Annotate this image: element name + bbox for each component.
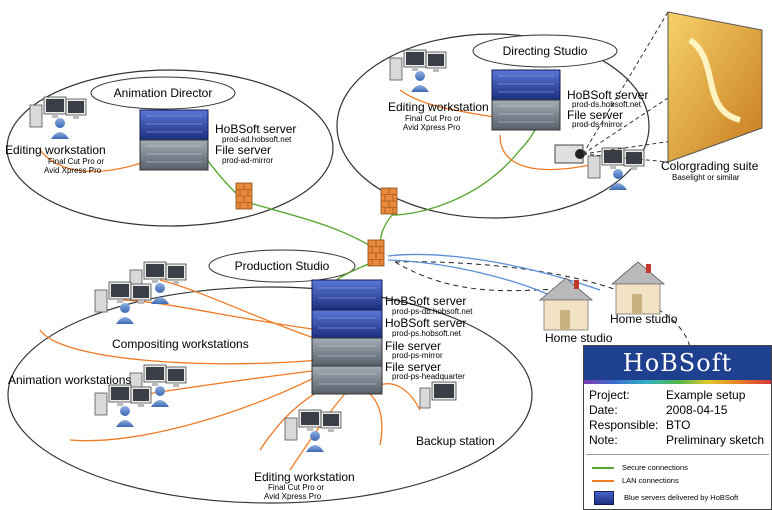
lan-ps-2 [159, 279, 321, 341]
meta-row-project: Project: Example setup [589, 388, 766, 403]
brand-logo: HoBSoft [584, 346, 771, 380]
lan-ps-5 [69, 374, 321, 442]
home-studio-1-icon [539, 277, 593, 331]
home-studio-2-label: Home studio [610, 312, 678, 326]
production-studio-title-oval [208, 249, 356, 283]
legend-lan: LAN connections [586, 474, 769, 487]
meta-key: Note: [589, 433, 618, 447]
ps-srv4-title: File server [385, 360, 441, 374]
lan-ps-3 [39, 329, 321, 365]
meta-key: Responsible: [589, 418, 659, 432]
firewall-ad-icon [235, 182, 253, 210]
directing-studio-label: Directing Studio [503, 44, 588, 58]
ps-editing-sub1: Final Cut Pro or [268, 483, 324, 492]
ps-srv1-title: HoBSoft server [385, 294, 466, 308]
brand-stripe [584, 380, 771, 384]
meta-value: Example setup [666, 388, 746, 402]
ps-srv3-title: File server [385, 339, 441, 353]
backup-label: Backup station [416, 434, 495, 448]
ad-file-host: prod-ad-mirror [222, 156, 273, 165]
meta-key: Project: [589, 388, 630, 402]
animation-label: Animation workstations [8, 373, 131, 387]
meta-row-date: Date: 2008-04-15 [589, 403, 766, 418]
ps-srv3-host: prod-ps-mirror [392, 351, 443, 360]
legend-secure: Secure connections [586, 461, 769, 474]
project-meta: Project: Example setup Date: 2008-04-15 … [584, 384, 771, 450]
ps-srv2-title: HoBSoft server [385, 316, 466, 330]
ds-hobsoft-host: prod-ds.hobsoft.net [572, 100, 642, 109]
meta-value: Preliminary sketch [666, 433, 765, 447]
animation-director-title-oval [90, 76, 236, 110]
home-studio-1-label: Home studio [545, 331, 613, 345]
ps-srv1-host: prod-ps-db.hobsoft.net [392, 307, 473, 316]
ps-editing-title: Editing workstation [254, 470, 355, 484]
legend-secure-label: Secure connections [622, 463, 688, 472]
ad-server-stack-icon [139, 109, 209, 171]
lan-swatch [592, 479, 614, 482]
ds-hobsoft-title: HoBSoft server [567, 88, 648, 102]
ds-editing-sub2: Avid Xpress Pro [403, 123, 461, 132]
firewall-ds-icon [380, 187, 398, 215]
compositing-label: Compositing workstations [112, 337, 249, 351]
secure-swatch [592, 466, 614, 469]
lan-ad-editing [39, 149, 151, 173]
ds-editing-sub1: Final Cut Pro or [405, 114, 461, 123]
ad-editing-title: Editing workstation [5, 143, 106, 157]
legend-blue-servers: Blue servers delivered by HoBSoft [586, 490, 769, 505]
ps-server-stack-icon [311, 279, 383, 395]
internet-link-2 [387, 259, 561, 301]
ps-editing-sub2: Avid Xpress Pro [264, 492, 322, 501]
colorgrading-suite-icon [554, 144, 585, 164]
lan-ds-color [499, 134, 591, 171]
colorgrading-title: Colorgrading suite [661, 159, 759, 173]
lan-ps-backup [379, 383, 421, 411]
remote-link-home-1 [394, 261, 579, 292]
meta-value: BTO [666, 418, 691, 432]
blue-server-icon [594, 490, 614, 505]
projector-beam [582, 11, 763, 163]
ds-file-title: File server [567, 108, 623, 122]
meta-row-note: Note: Preliminary sketch [589, 433, 766, 448]
internet-link-1 [387, 253, 601, 291]
meta-row-responsible: Responsible: BTO [589, 418, 766, 433]
production-studio-zone [7, 286, 533, 504]
colorgrading-sub: Baselight or similar [672, 173, 740, 182]
ad-editing-sub2: Avid Xpress Pro [44, 166, 102, 175]
ds-file-host: prod-ds-mirror [572, 120, 623, 129]
ds-editing-title: Editing workstation [388, 100, 489, 114]
ps-srv4-host: prod-ps-headquarter [392, 372, 465, 381]
lan-ds-editing [399, 89, 501, 119]
ps-srv2-host: prod-ps.hobsoft.net [392, 329, 462, 338]
ad-hobsoft-host: prod-ad.hobsoft.net [222, 135, 292, 144]
ds-server-stack-icon [491, 69, 561, 131]
ad-editing-sub1: Final Cut Pro or [48, 157, 104, 166]
production-studio-label: Production Studio [235, 259, 330, 273]
ad-file-title: File server [215, 143, 271, 157]
backup-station-icon [419, 381, 457, 409]
directing-studio-title-oval [472, 34, 618, 68]
meta-key: Date: [589, 403, 618, 417]
animation-director-label: Animation Director [114, 86, 213, 100]
firewall-ps-icon [367, 239, 385, 267]
lan-ps-1 [119, 299, 321, 331]
legend-blue-label: Blue servers delivered by HoBSoft [624, 493, 739, 502]
legend: Secure connections LAN connections Blue … [586, 454, 769, 505]
meta-value: 2008-04-15 [666, 403, 728, 417]
ad-hobsoft-title: HoBSoft server [215, 122, 296, 136]
legend-lan-label: LAN connections [622, 476, 679, 485]
home-studio-2-icon [611, 261, 665, 315]
info-box: HoBSoft Project: Example setup Date: 200… [583, 345, 772, 510]
